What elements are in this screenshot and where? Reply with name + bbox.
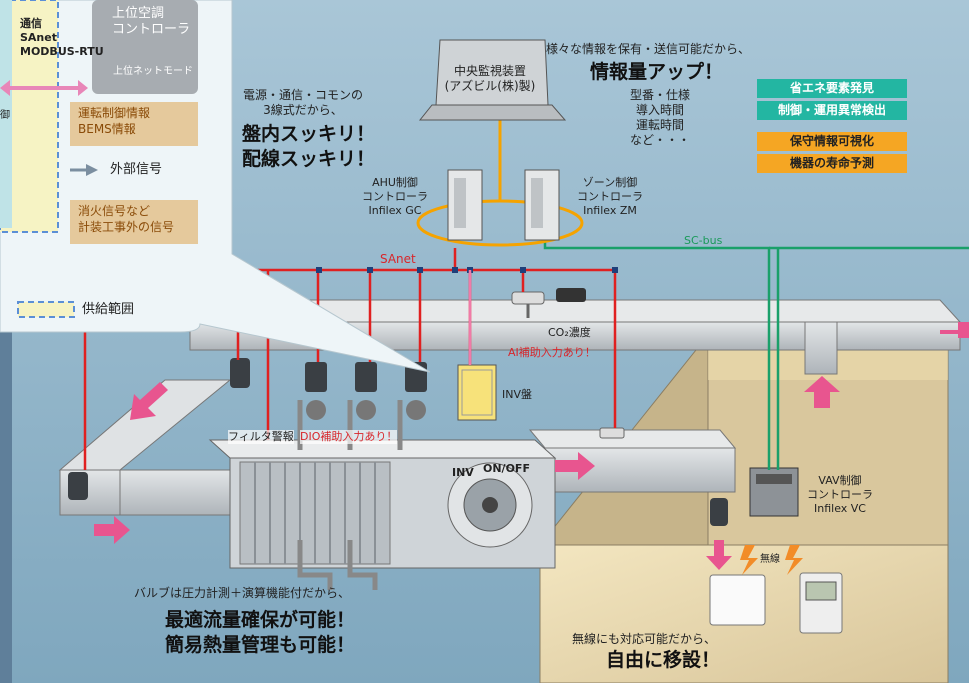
ahu-unit xyxy=(208,439,557,569)
upper-duct xyxy=(168,299,962,351)
supply-scope-label: 供給範囲 xyxy=(82,302,135,317)
wireless-label: 無線 xyxy=(760,554,780,565)
badge-maintenance: 保守情報可視化 xyxy=(757,132,907,151)
ahu-controller-unit xyxy=(447,169,483,241)
duct-sensor xyxy=(599,427,625,439)
wireless-headline: 自由に移設！ xyxy=(606,649,721,671)
info-note: 様々な情報を保有・送信可能だから、 xyxy=(546,42,751,56)
vav-controller-label: VAV制御 コントローラ Infilex VC xyxy=(807,474,873,515)
zone-controller-unit xyxy=(524,169,560,241)
damper-actuators xyxy=(68,358,728,526)
central-monitor-label: 中央監視装置 (アズビル(株)製) xyxy=(444,64,536,93)
info-items: 型番・仕様 導入時間 運転時間 など・・・ xyxy=(629,88,690,147)
fire-signal-box: 消火信号など 計装工事外の信号 xyxy=(70,200,198,244)
inv-label: INV xyxy=(452,466,474,479)
upper-net-mode-label: 上位ネットモード xyxy=(113,66,193,77)
dio-note: DIO補助入力あり！ xyxy=(300,430,398,444)
wireless-bolts xyxy=(740,545,803,575)
return-duct xyxy=(58,379,232,516)
co2-label: CO₂濃度 xyxy=(548,326,591,339)
inv-panel-label: INV盤 xyxy=(502,388,532,401)
inv-panel xyxy=(457,364,497,421)
wiring-note: 電源・通信・コモンの 3線式だから、 xyxy=(242,88,363,117)
valve-headline: 最適流量確保が可能！ 簡易熱量管理も可能！ xyxy=(164,609,355,656)
flow-arrows xyxy=(94,322,969,570)
zone-controller-label: ゾーン制御 コントローラ Infilex ZM xyxy=(577,176,643,217)
badge-anomaly-detect: 制御・運用異常検出 xyxy=(757,101,907,120)
scbus-label: SC-bus xyxy=(684,234,723,247)
laptop xyxy=(418,39,567,121)
info-headline: 情報量アップ！ xyxy=(590,61,724,83)
ahu-controller-label: AHU制御 コントローラ Infilex GC xyxy=(362,176,428,217)
ai-note: AI補助入力あり！ xyxy=(508,346,596,359)
vav-controller xyxy=(749,467,799,517)
upper-controller-label: 上位空調 コントローラ xyxy=(112,6,191,38)
comm-title: 通信 xyxy=(20,17,42,30)
badge-energy-saving: 省エネ要素発見 xyxy=(757,79,907,98)
wireless-note: 無線にも対応可能だから、 xyxy=(572,632,717,646)
valve-actuators xyxy=(305,362,427,420)
control-info-box: 運転制御情報 BEMS情報 xyxy=(70,102,198,146)
comm-protocol-modbus: MODBUS-RTU xyxy=(20,45,104,58)
coil-pipes xyxy=(297,400,403,590)
duct-drop xyxy=(804,321,838,375)
co2-sensor xyxy=(511,288,586,318)
sanet-label: SAnet xyxy=(380,252,416,266)
filter-label: フィルタ警報 xyxy=(228,430,294,444)
wiring-headline: 盤内スッキリ！ 配線スッキリ！ xyxy=(242,123,376,170)
left-cut-char: 御 xyxy=(0,110,10,121)
room-sensors xyxy=(709,572,843,634)
badge-lifetime: 機器の寿命予測 xyxy=(757,154,907,173)
valve-note: バルブは圧力計測＋演算機能付だから、 xyxy=(134,586,351,600)
callout-bubble xyxy=(0,0,431,373)
comm-protocol-sanet: SAnet xyxy=(20,31,57,44)
external-signal-label: 外部信号 xyxy=(110,162,163,177)
supply-duct xyxy=(528,429,737,493)
onoff-label: ON/OFF xyxy=(483,462,530,475)
